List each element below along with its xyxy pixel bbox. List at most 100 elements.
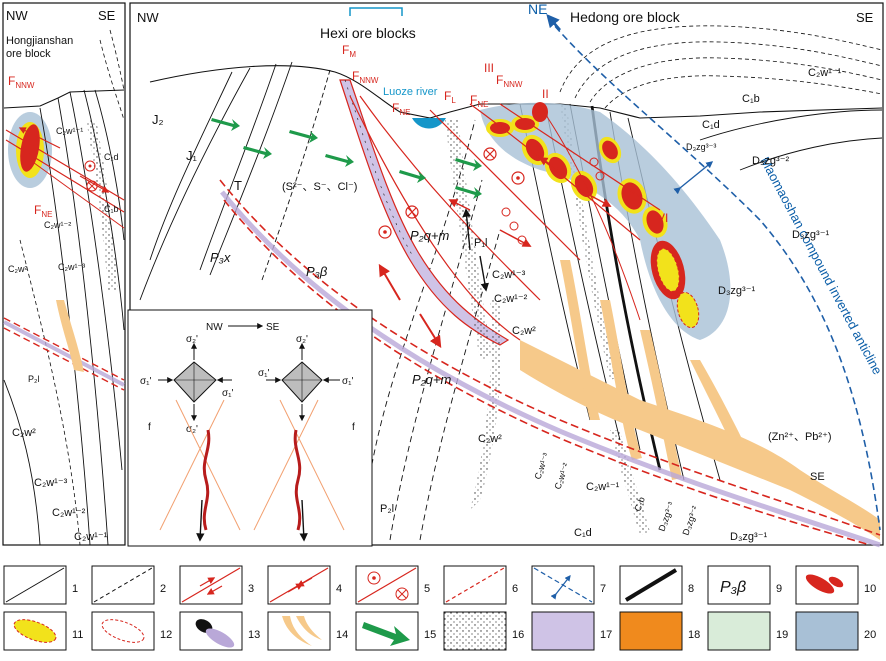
fault-fm-band xyxy=(339,79,510,346)
black-arrow xyxy=(479,255,489,292)
legend-item-20: 20 xyxy=(795,611,876,651)
fluid-arrow xyxy=(399,170,426,183)
legend-number: 17 xyxy=(600,629,612,641)
fault-fl-label: FL xyxy=(444,89,456,105)
legend-number: 7 xyxy=(600,583,606,595)
legend-p3b-symbol: P₃β xyxy=(720,579,746,596)
inset-vein-right xyxy=(293,429,302,531)
label-c1d: C₁d xyxy=(574,527,592,539)
fluid-arrow xyxy=(289,130,318,143)
left-stratum-label-9: C₂w¹⁻³ xyxy=(34,477,68,489)
left-dashed-1 xyxy=(99,39,125,121)
detachment-red-upper xyxy=(219,179,881,536)
legend-item-3: 3 xyxy=(179,565,254,605)
ore-body xyxy=(525,138,545,162)
detachment-red-lower xyxy=(223,199,871,546)
left-fluid xyxy=(56,300,84,372)
legend: 1 2 3 4 5 xyxy=(3,565,876,651)
legend-item-7: 7 xyxy=(531,565,606,605)
se-fault-label: SE xyxy=(810,471,825,483)
legend-number: 5 xyxy=(424,583,430,595)
legend-number: 13 xyxy=(248,629,260,641)
label-d3zg31: D₃zg³⁻¹ xyxy=(730,531,768,543)
river-label: Luoze river xyxy=(383,86,438,98)
inset-frame xyxy=(127,309,373,547)
inset-vein-left xyxy=(202,429,211,531)
green-arrows xyxy=(211,118,482,199)
legend-number: 9 xyxy=(776,583,782,595)
fault-arrow xyxy=(419,313,442,349)
fluid-arrow xyxy=(325,154,354,167)
dashed-arc-3 xyxy=(419,229,501,541)
fold-dashed-2 xyxy=(574,41,883,99)
black-arrow xyxy=(462,208,471,251)
label-p2qm2: P₂q+m xyxy=(412,372,451,387)
ore-body xyxy=(532,102,548,122)
ore-body xyxy=(515,118,535,130)
legend-number: 8 xyxy=(688,583,694,595)
legend-number: 20 xyxy=(864,629,876,641)
legend-number: 6 xyxy=(512,583,518,595)
left-stratum-3 xyxy=(69,91,123,471)
ore-body xyxy=(490,122,510,134)
left-stratum-label-6: C₁d xyxy=(104,152,119,162)
stratum-j1-t xyxy=(199,63,277,271)
left-stratum-6 xyxy=(3,379,41,546)
fold-solid-1 xyxy=(699,109,883,141)
fold-dashed-1 xyxy=(559,25,883,93)
ne-arrow xyxy=(546,14,561,31)
roman-ii: II xyxy=(542,87,549,101)
legend-item-18: 18 xyxy=(619,611,700,651)
fluid-arrow xyxy=(455,158,482,171)
legend-item-5: 5 xyxy=(355,565,430,605)
fluid-vein xyxy=(560,260,600,420)
roman-vi: VI xyxy=(657,211,668,225)
left-fault-3 xyxy=(29,159,125,229)
hexi-bracket xyxy=(349,7,403,16)
legend-number: 10 xyxy=(864,583,876,595)
roman-iii: III xyxy=(484,61,494,75)
left-fault-2 xyxy=(5,139,125,213)
left-stratum-label-5: P₂l xyxy=(28,374,40,384)
legend-number: 19 xyxy=(776,629,788,641)
left-stratum-label-10: C₂w¹⁻² xyxy=(52,507,86,519)
label-c2w11b: C₂w¹⁻¹ xyxy=(586,481,620,493)
legend-swatch-17 xyxy=(531,611,595,651)
label-c1dtop: C₁d xyxy=(702,119,720,131)
legend-number: 11 xyxy=(72,629,83,641)
fault-fne2-label: FNE xyxy=(470,93,488,109)
ore-bodies xyxy=(486,102,700,329)
fold-dashed-4 xyxy=(604,75,883,109)
legend-number: 2 xyxy=(160,583,166,595)
inset-f-left: f xyxy=(148,422,151,433)
legend-item-13: 13 xyxy=(179,611,260,651)
inset-sigma1-mid: σ₁' xyxy=(222,388,234,399)
legend-item-6: 6 xyxy=(443,565,518,605)
legend-number: 16 xyxy=(512,629,524,641)
label-p3x: P₃x xyxy=(210,250,231,265)
fault-fne-label: FNE xyxy=(392,101,410,117)
ne-label: NE xyxy=(528,1,547,17)
inset-sigma2-top-left: σ₂' xyxy=(186,334,198,345)
left-stratum-5 xyxy=(94,89,125,241)
fluid-arrow xyxy=(455,186,482,199)
inset-nw: NW xyxy=(206,322,223,333)
legend-swatch-19 xyxy=(707,611,771,651)
legend-item-19: 19 xyxy=(707,611,788,651)
fold-dashed-3 xyxy=(589,57,883,103)
left-fault-symbol-2 xyxy=(86,180,98,192)
legend-item-1: 1 xyxy=(3,565,78,605)
stratum-t-a xyxy=(209,61,293,276)
fault-fnnw-label: FNNW xyxy=(352,69,379,85)
legend-item-9: P₃β 9 xyxy=(707,565,782,605)
ions-top: (S²⁻、S⁻、Cl⁻) xyxy=(282,181,357,193)
label-d3zg31b: D₃zg³⁻¹ xyxy=(792,229,830,241)
left-ore-red xyxy=(20,124,40,172)
label-c1b: C₁b xyxy=(632,496,646,513)
label-d3zg31c: D₃zg³⁻¹ xyxy=(718,285,756,297)
hedong-label: Hedong ore block xyxy=(570,9,681,25)
fluid-vein xyxy=(690,360,756,470)
legend-swatch-18 xyxy=(619,611,683,651)
legend-number: 18 xyxy=(688,629,700,641)
